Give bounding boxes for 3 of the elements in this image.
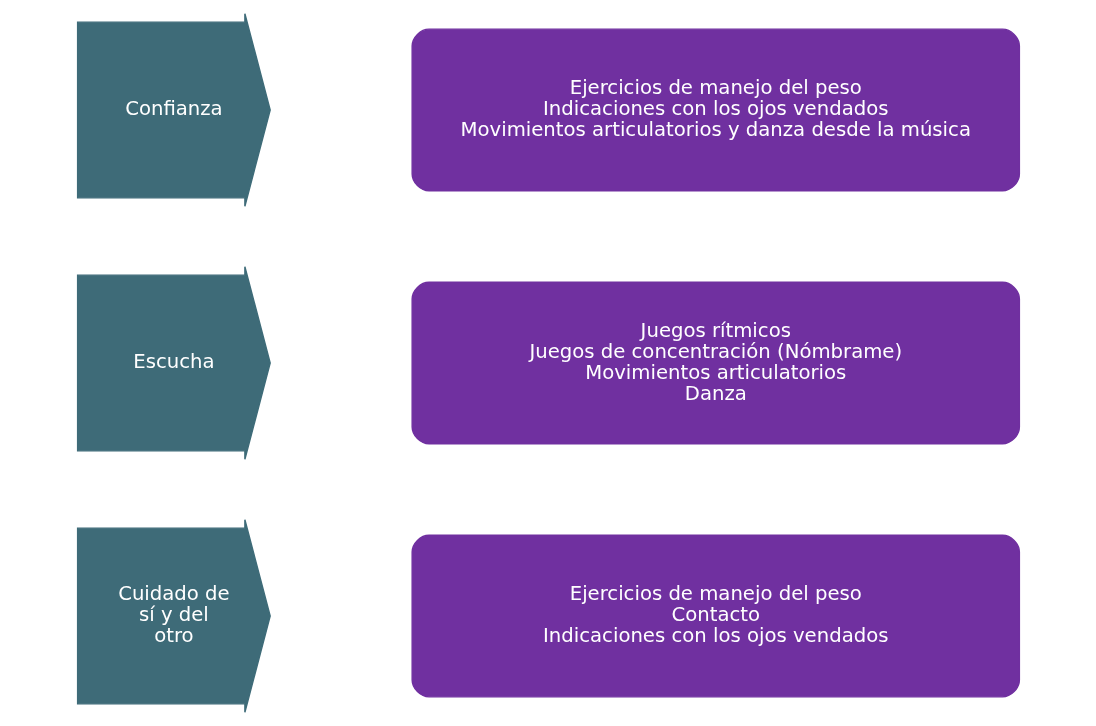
node-box: Ejercicios de manejo del peso Indicaciones con los ojos vendados Movimientos articulatorios y danza desde la música bbox=[410, 28, 1020, 192]
node-box: Juegos rítmicos Juegos de concentración (Nómbrame) Movimientos articulatorios Danza bbox=[410, 281, 1020, 445]
node-box: Ejercicios de manejo del peso Contacto Indicaciones con los ojos vendados bbox=[410, 534, 1020, 698]
